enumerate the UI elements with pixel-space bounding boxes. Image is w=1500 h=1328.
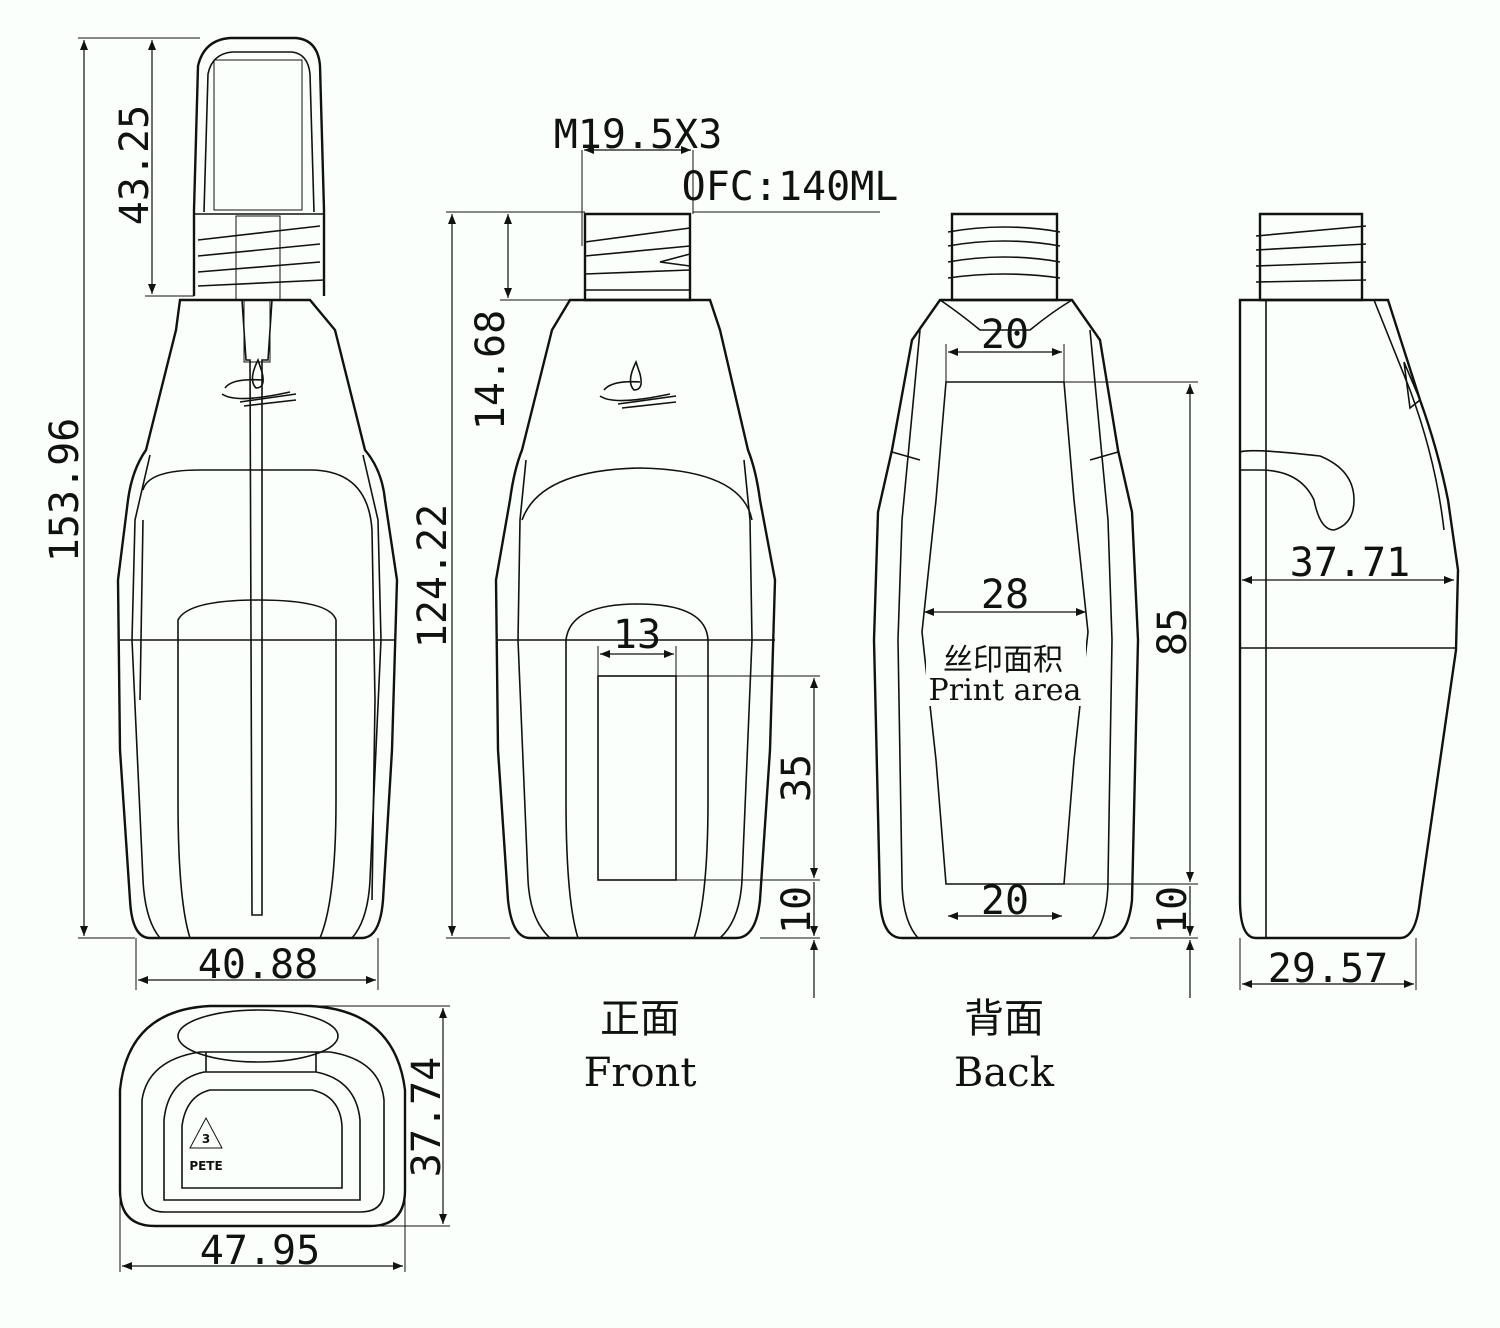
print-area-en: Print area [929, 673, 1082, 708]
base-depth-label: 37.74 [404, 1057, 450, 1177]
side-body [1238, 298, 1460, 940]
back-bottom-width-label: 20 [981, 878, 1029, 924]
front-print-height-label: 35 [774, 754, 820, 802]
pump-actuator [213, 59, 303, 211]
back-caption-en: Back [954, 1050, 1055, 1096]
back-caption-cn: 背面 [964, 996, 1044, 1042]
dim-body-width: 40.88 [135, 938, 379, 990]
back-mid-width-label: 28 [981, 572, 1029, 618]
front-caption-en: Front [584, 1050, 697, 1096]
back-print-area [921, 381, 1089, 885]
capacity-label: OFC:140ML [682, 164, 899, 210]
base-width-label: 47.95 [200, 1228, 320, 1274]
back-dims: 20 28 20 85 10 [924, 312, 1198, 998]
front-caption-cn: 正面 [600, 996, 680, 1042]
side-view [1238, 212, 1460, 940]
front-height-label: 124.22 [410, 504, 456, 649]
front-view [494, 212, 777, 940]
dim-total-height: 153.96 [42, 37, 200, 939]
dim-base-width: 47.95 [119, 1195, 406, 1274]
front-print-area [597, 675, 677, 881]
base-view: 3 PETE [118, 1004, 407, 1228]
cap-height-label: 43.25 [112, 105, 158, 225]
dip-tube [241, 299, 273, 916]
drop-logo-icon [221, 357, 297, 407]
back-top-width-label: 20 [981, 312, 1029, 358]
dim-base-depth: 37.74 [300, 1005, 450, 1227]
back-body [872, 298, 1140, 940]
front-drop-logo-icon [599, 359, 677, 409]
pump-cap-outline [192, 36, 326, 296]
recycle-material: PETE [189, 1159, 222, 1173]
front-print-width-label: 13 [613, 612, 661, 658]
side-dims: 37.71 29.57 [1239, 540, 1454, 992]
side-depth-bottom-label: 29.57 [1268, 946, 1388, 992]
side-depth-top-label: 37.71 [1290, 540, 1410, 586]
body-width-label: 40.88 [198, 942, 318, 988]
neck-height-label: 14.68 [468, 310, 514, 430]
back-bottom-offset-label: 10 [1150, 886, 1196, 934]
dim-cap-height: 43.25 [112, 40, 194, 297]
pump-bottle-view [116, 36, 399, 940]
total-height-label: 153.96 [42, 418, 88, 563]
front-body [494, 298, 777, 940]
thread-label: M19.5X3 [554, 112, 723, 158]
pump-bottle-body [116, 298, 399, 940]
front-bottom-offset-label: 10 [774, 886, 820, 934]
front-dims: M19.5X3 OFC:140ML 124.22 14.68 13 35 10 [410, 112, 898, 998]
back-print-height-label: 85 [1150, 608, 1196, 656]
recycle-pete-icon: 3 PETE [189, 1116, 223, 1173]
recycle-number: 3 [202, 1132, 210, 1146]
print-area-cn: 丝印面积 [943, 643, 1063, 678]
